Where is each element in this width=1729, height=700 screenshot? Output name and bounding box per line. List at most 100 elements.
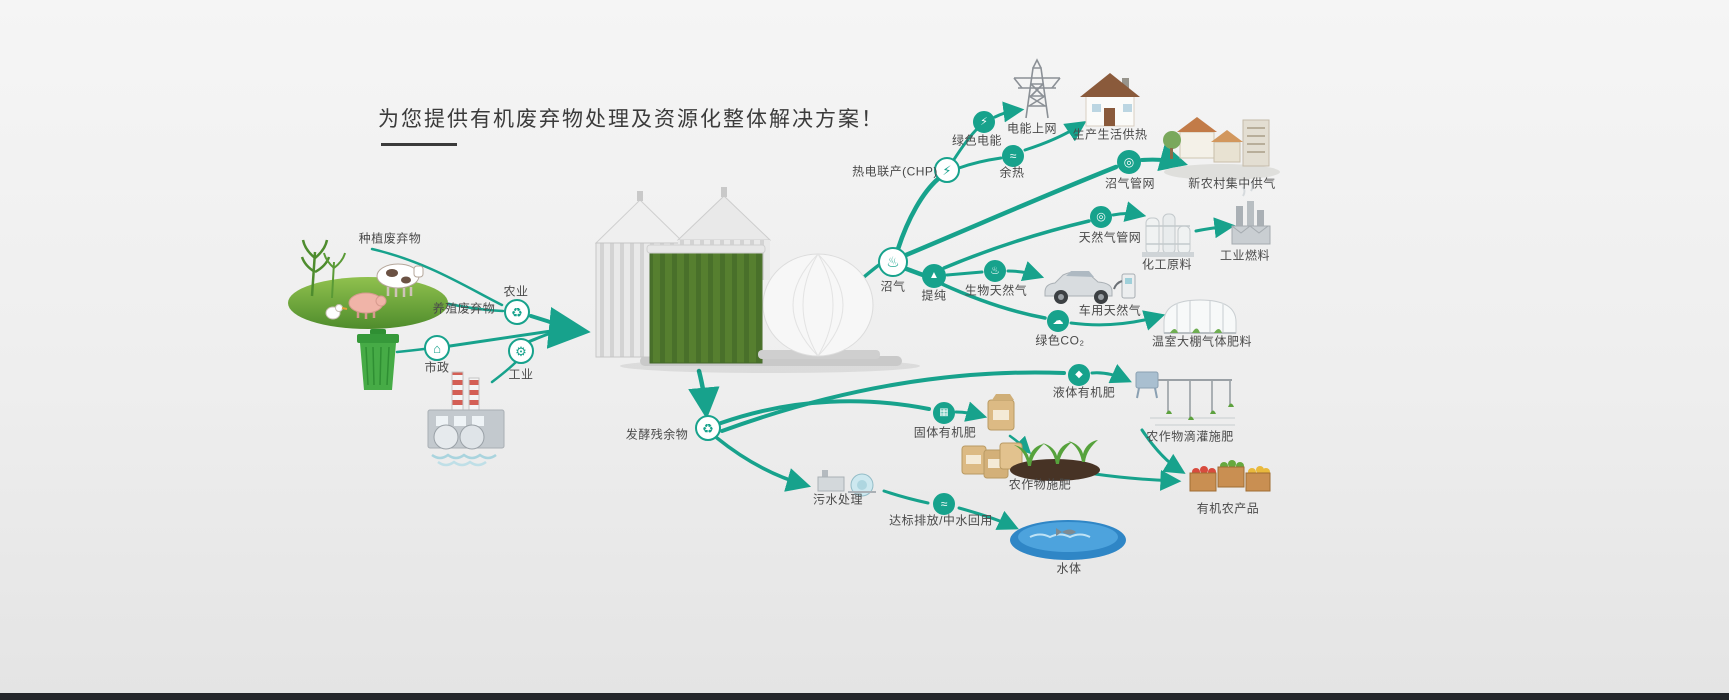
liquid-fertilizer-icon: ◆ — [1068, 364, 1090, 386]
label-breeding-waste: 养殖废弃物 — [432, 301, 496, 316]
arrow-co2-to-greenhouse — [1069, 310, 1166, 331]
arrow-wasteheat-to-house — [1023, 121, 1087, 152]
solid-fertilizer-icon: ▦ — [933, 402, 955, 424]
page-title: 为您提供有机废弃物处理及资源化整体解决方案！ — [378, 108, 884, 131]
digester-tanks-illustration — [594, 187, 920, 373]
water-body-illustration — [1010, 520, 1126, 560]
label-industrial-fuel: 工业燃料 — [1219, 248, 1271, 263]
title-underline — [381, 143, 457, 146]
arrow-biogasnet-to-village — [1140, 144, 1188, 172]
label-green-power: 绿色电能 — [951, 133, 1003, 148]
arrow-biong-to-car — [1006, 261, 1045, 282]
label-planting-waste: 种植废弃物 — [358, 231, 422, 246]
label-chemical-material: 化工原料 — [1141, 257, 1193, 272]
label-industry: 工业 — [508, 367, 534, 382]
label-biogas: 沼气 — [880, 279, 906, 294]
chicken-illustration — [325, 304, 348, 320]
arrow-purification-to-biong — [945, 270, 984, 277]
ng-network-icon: ◎ — [1090, 206, 1112, 228]
agriculture-junction-icon: ♻ — [504, 299, 530, 325]
label-biogas-network: 沼气管网 — [1104, 176, 1156, 191]
label-rural-gas: 新农村集中供气 — [1188, 176, 1276, 191]
label-bio-ng: 生物天然气 — [964, 283, 1028, 298]
biogas-flame-icon: ♨ — [878, 247, 908, 277]
arrow-merge-to-tank — [546, 306, 591, 349]
trash-bin-illustration — [357, 329, 399, 390]
seedlings-illustration — [1010, 440, 1100, 481]
label-waste-heat: 余热 — [999, 165, 1025, 180]
fish-icon — [1056, 528, 1076, 536]
arrow-purification-to-ngnet — [942, 219, 1091, 270]
cow-illustration — [376, 263, 424, 297]
pig-illustration — [348, 292, 387, 319]
arrow-biogas-to-purification — [901, 265, 926, 278]
arrow-gasplant-to-fuel — [1194, 217, 1236, 239]
power-tower-illustration — [1013, 58, 1061, 119]
arrow-residue-to-sewage — [715, 436, 812, 492]
village-illustration — [1163, 117, 1280, 180]
green-power-icon: ⚡ — [973, 111, 995, 133]
label-green-co2: 绿色CO₂ — [1035, 333, 1085, 348]
arrow-discharge-to-water — [957, 506, 1019, 530]
arrow-solid-to-bags — [954, 401, 988, 422]
label-organic-products: 有机农产品 — [1196, 501, 1260, 516]
label-solid-fert: 固体有机肥 — [913, 425, 977, 440]
car-refuel-illustration — [1044, 271, 1136, 304]
label-chp: 热电联产(CHP) — [852, 164, 938, 179]
industrial-plant-illustration — [1231, 181, 1271, 245]
label-liquid-fert: 液体有机肥 — [1052, 385, 1116, 400]
flow-arrows — [370, 101, 1236, 530]
label-crop-fert: 农作物施肥 — [1008, 477, 1072, 492]
gas-dome-illustration — [758, 253, 880, 359]
arrow-purification-to-co2 — [940, 282, 1047, 320]
arrow-sewage-to-discharge — [882, 489, 930, 505]
arrow-irrigation-to-veg — [1140, 428, 1186, 474]
arrow-residue-to-liquid — [720, 370, 1066, 433]
green-co2-icon: ☁ — [1047, 310, 1069, 332]
label-municipal: 市政 — [424, 360, 450, 375]
sewage-plant-illustration — [817, 470, 876, 497]
purification-icon: ▲ — [922, 264, 946, 288]
industry-junction-icon: ⚙ — [508, 338, 534, 364]
house-illustration — [1080, 73, 1140, 127]
label-residue: 发酵残余物 — [625, 427, 689, 442]
arrow-bin-to-municipal — [395, 347, 426, 354]
label-greenhouse-fert: 温室大棚气体肥料 — [1151, 334, 1253, 349]
discharge-icon: ≈ — [933, 493, 955, 515]
label-power-grid: 电能上网 — [1006, 121, 1058, 136]
residue-icon: ♻ — [695, 415, 721, 441]
label-drip-irrigation: 农作物滴灌施肥 — [1146, 429, 1234, 444]
irrigation-illustration — [1135, 371, 1235, 426]
label-agriculture: 农业 — [503, 284, 529, 299]
label-ng-network: 天然气管网 — [1078, 230, 1142, 245]
chp-icon: ⚡ — [934, 157, 960, 183]
grass-farm-illustration — [288, 239, 448, 329]
arrow-ngnet-to-gasplant — [1111, 201, 1147, 222]
gas-plant-illustration — [1142, 213, 1194, 257]
arrow-chp-to-wasteheat — [957, 156, 1003, 170]
arrow-chp-to-greenpower — [951, 127, 979, 163]
label-water-body: 水体 — [1056, 561, 1082, 576]
arrow-liquid-to-irrigation — [1090, 363, 1132, 384]
arrow-biogas-to-chp — [895, 176, 941, 252]
bottom-bar — [0, 693, 1729, 700]
label-purification: 提纯 — [921, 288, 947, 303]
label-vehicle-ng: 车用天然气 — [1078, 303, 1142, 318]
waste-heat-icon: ≈ — [1002, 145, 1024, 167]
arrow-agri-to-merge — [529, 314, 566, 329]
arrow-seedlings-to-veg — [1093, 469, 1182, 491]
label-discharge: 达标排放/中水回用 — [889, 513, 993, 528]
label-sewage: 污水处理 — [812, 492, 864, 507]
arrow-planting-to-agri — [370, 247, 504, 307]
municipal-junction-icon: ⌂ — [424, 335, 450, 361]
arrow-biogas-to-biogasnet — [903, 164, 1119, 258]
biogas-network-icon: ◎ — [1117, 150, 1141, 174]
label-heating: 生产生活供热 — [1072, 127, 1148, 142]
bio-ng-icon: ♨ — [984, 260, 1006, 282]
arrow-tank-to-residue — [688, 368, 720, 420]
greenhouse-illustration — [1163, 299, 1237, 334]
arrow-greenpower-to-tower — [993, 101, 1025, 123]
vegetable-crates-illustration — [1189, 460, 1271, 492]
